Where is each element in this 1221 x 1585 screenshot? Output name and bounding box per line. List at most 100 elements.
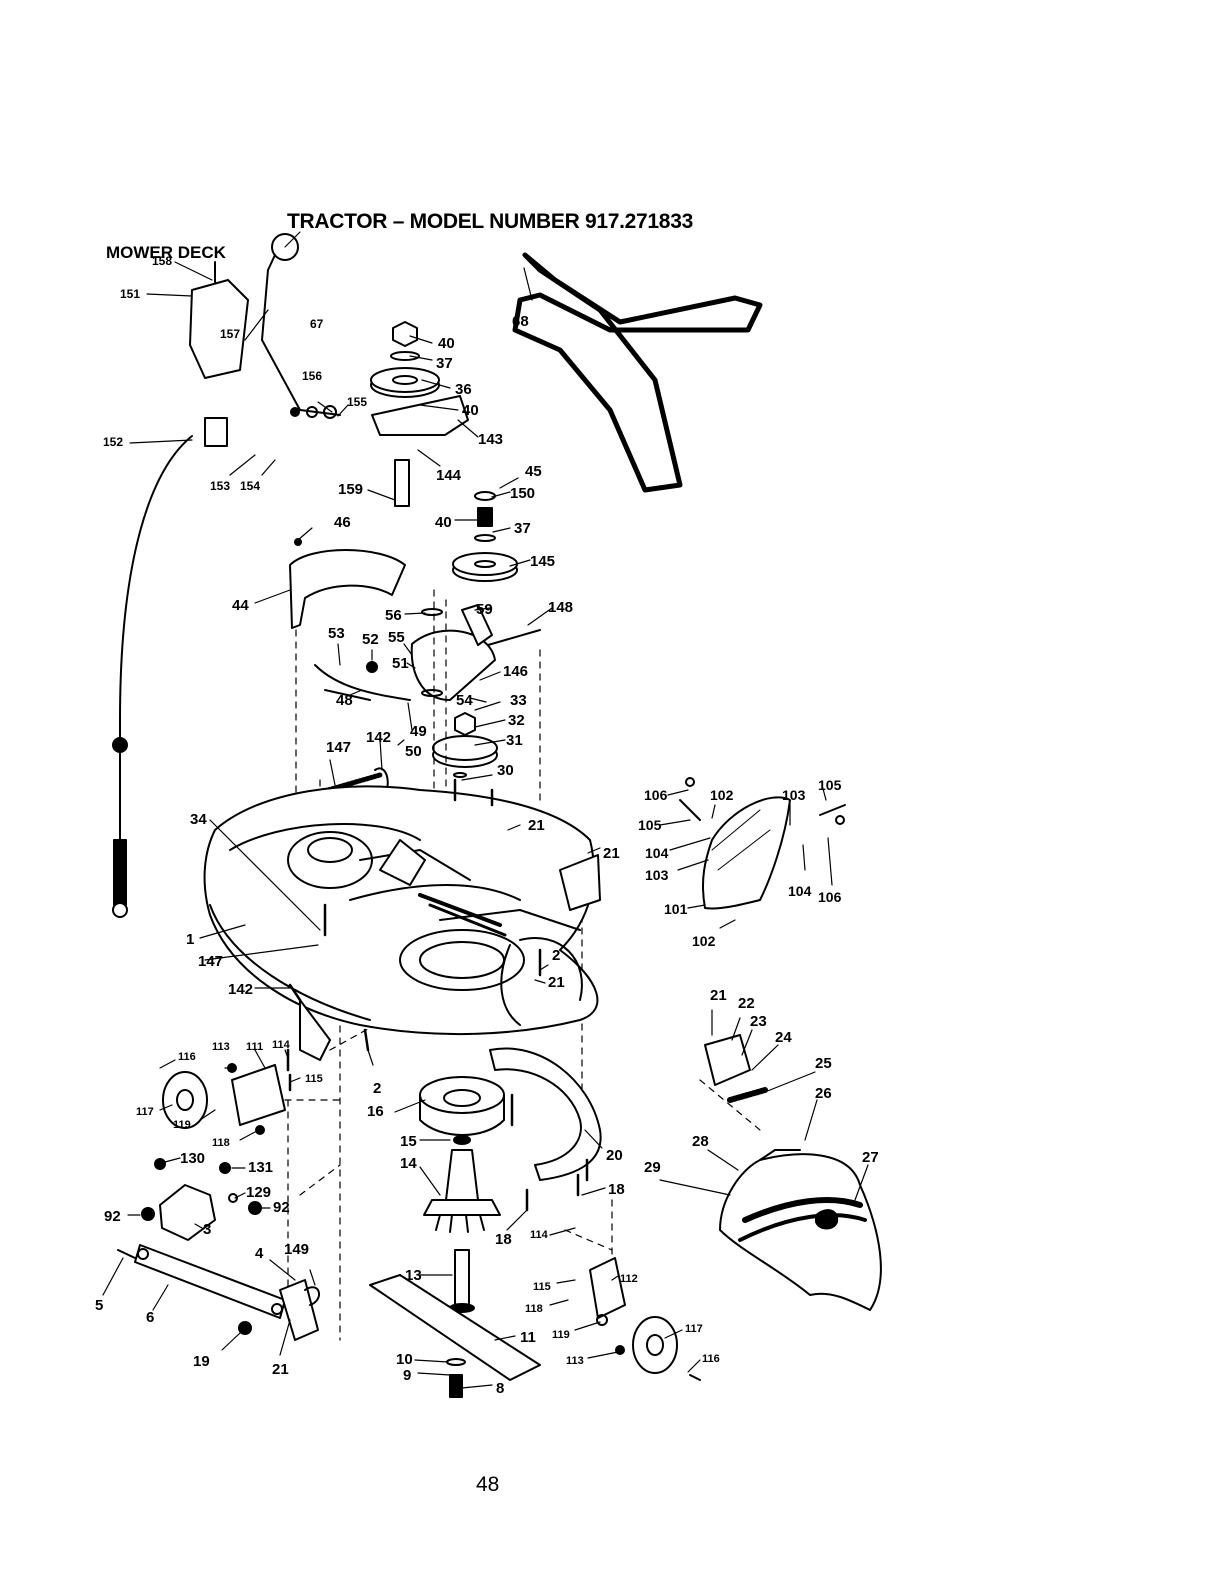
callout: 31	[506, 732, 523, 749]
callout: 116	[178, 1051, 196, 1063]
callout: 54	[456, 692, 473, 709]
callout: 116	[702, 1353, 720, 1365]
callout: 21	[710, 987, 727, 1004]
callout: 18	[608, 1181, 625, 1198]
callout: 159	[338, 481, 363, 498]
callout: 147	[198, 953, 223, 970]
callout: 4	[255, 1245, 264, 1262]
callout: 8	[496, 1380, 504, 1397]
callout: 5	[95, 1297, 103, 1314]
callout: 59	[476, 601, 493, 618]
callout: 104	[788, 883, 812, 899]
discharge-chute	[719, 1149, 882, 1311]
page-title: TRACTOR – MODEL NUMBER 917.271833	[287, 210, 693, 233]
callout: 118	[212, 1137, 230, 1149]
callout: 36	[455, 381, 472, 398]
callout: 52	[362, 631, 379, 648]
callout: 102	[692, 933, 716, 949]
callout: 111	[246, 1041, 263, 1053]
callout: 18	[495, 1231, 512, 1248]
callout: 1	[186, 931, 194, 948]
callout: 115	[305, 1073, 323, 1085]
callout: 151	[120, 287, 140, 301]
front-hanger	[141, 1158, 262, 1241]
callout: 104	[645, 845, 669, 861]
drag-link	[117, 1244, 320, 1341]
callout: 26	[815, 1085, 832, 1102]
callout: 129	[246, 1184, 271, 1201]
callout: 21	[272, 1361, 289, 1378]
idler-arm	[314, 604, 541, 701]
callout: 30	[497, 762, 514, 779]
callout: 6	[146, 1309, 154, 1326]
callout: 55	[388, 629, 405, 646]
callout: 144	[436, 467, 462, 484]
callout: 112	[620, 1273, 638, 1285]
callout: 15	[400, 1133, 417, 1150]
hinge-bracket	[704, 1034, 768, 1103]
page-number: 48	[476, 1473, 500, 1496]
callout: 155	[347, 395, 367, 409]
callout: 21	[548, 974, 565, 991]
callout: 146	[503, 663, 528, 680]
callout: 145	[530, 553, 555, 570]
callout: 40	[438, 335, 455, 352]
callout: 106	[818, 889, 842, 905]
callout: 101	[664, 901, 688, 917]
callout: 67	[310, 317, 324, 331]
callout: 40	[462, 402, 479, 419]
leader-lines	[102, 231, 869, 1389]
callout: 106	[644, 787, 668, 803]
spindle	[423, 1149, 501, 1313]
callout: 114	[530, 1229, 549, 1241]
callout: 2	[552, 947, 560, 964]
idler-pulley-stack	[370, 321, 469, 507]
rear-bracket	[559, 854, 601, 911]
drive-pulley-stack	[452, 491, 518, 582]
callout: 152	[103, 435, 123, 449]
callout: 49	[410, 723, 427, 740]
drive-belt	[512, 252, 763, 493]
callout: 158	[152, 254, 172, 268]
part-callouts: 158 157 67 151 152 153 154 156 155 40 37…	[95, 254, 879, 1397]
callout: 21	[528, 817, 545, 834]
callout: 25	[815, 1055, 832, 1072]
callout: 119	[552, 1329, 570, 1341]
callout: 40	[435, 514, 452, 531]
callout: 142	[366, 729, 391, 746]
callout: 53	[328, 625, 345, 642]
callout: 21	[603, 845, 620, 862]
callout: 103	[782, 787, 806, 803]
callout: 115	[533, 1281, 551, 1293]
callout: 154	[240, 479, 260, 493]
section-title: MOWER DECK	[106, 243, 226, 262]
callout: 23	[750, 1013, 767, 1030]
callout: 22	[738, 995, 755, 1012]
callout: 157	[220, 327, 240, 341]
left-gauge-wheel	[162, 1063, 286, 1135]
callout: 32	[508, 712, 525, 729]
callout: 117	[685, 1323, 703, 1335]
callout: 14	[400, 1155, 417, 1172]
lift-bracket	[189, 233, 341, 447]
callout: 68	[512, 313, 529, 330]
callout: 3	[203, 1221, 211, 1238]
callout: 117	[136, 1106, 154, 1118]
mandrel-pulley	[432, 712, 498, 778]
callout: 28	[692, 1133, 709, 1150]
callout: 150	[510, 485, 535, 502]
callout: 113	[212, 1041, 230, 1053]
callout: 46	[334, 514, 351, 531]
callout: 92	[104, 1208, 121, 1225]
callout: 103	[645, 867, 669, 883]
callout: 19	[193, 1353, 210, 1370]
callout: 9	[403, 1367, 411, 1384]
hardware-bolts	[286, 778, 589, 1212]
control-cable	[112, 435, 193, 918]
callout: 24	[775, 1029, 792, 1046]
callout: 147	[326, 739, 351, 756]
callout: 29	[644, 1159, 661, 1176]
callout: 118	[525, 1303, 543, 1315]
callout: 148	[548, 599, 573, 616]
